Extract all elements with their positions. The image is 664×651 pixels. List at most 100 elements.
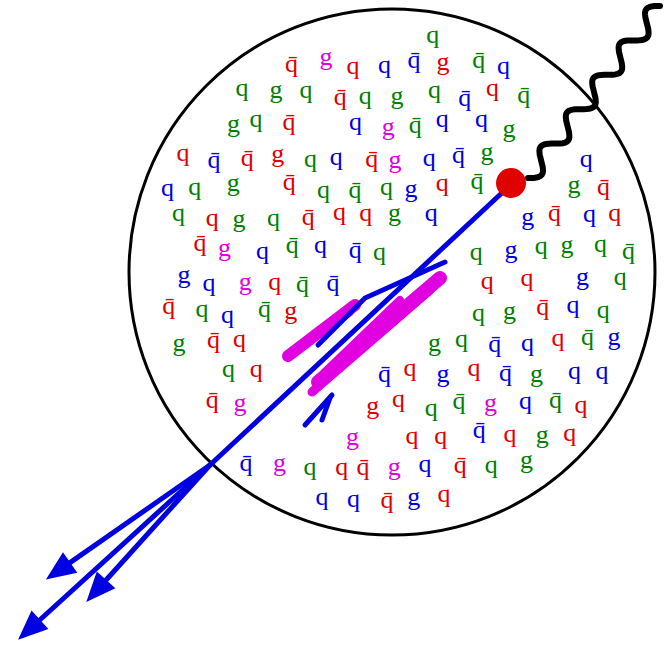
particle-label: q — [467, 355, 480, 381]
particle-label: q̄ — [378, 361, 391, 387]
particle-label: q — [256, 238, 269, 264]
particle-label: g — [346, 424, 359, 450]
jet-lines — [210, 190, 505, 465]
particle-label: q — [486, 75, 499, 101]
particle-label: q — [472, 300, 485, 326]
particle-label: g — [503, 298, 516, 324]
particle-label: q — [236, 75, 249, 101]
particle-label: g — [503, 116, 516, 142]
particle-label: q — [335, 454, 348, 480]
particle-label: q̄ — [283, 169, 296, 195]
particle-label: g — [269, 77, 282, 103]
particle-label: q — [315, 484, 328, 510]
particle-label: q — [608, 200, 621, 226]
particle-label: g — [536, 422, 549, 448]
particle-label: q̄ — [285, 51, 298, 77]
particle-label: q — [434, 423, 447, 449]
particle-label: g — [576, 264, 589, 290]
particle-label: g — [505, 237, 518, 263]
particle-label: g — [481, 139, 494, 165]
particle-label: g — [389, 147, 402, 173]
particle-label: q — [521, 265, 534, 291]
particle-label: q — [221, 302, 234, 328]
particle-label: q — [349, 109, 362, 135]
particle-label: q̄ — [326, 270, 339, 296]
particle-label: q — [552, 325, 565, 351]
particle-label: q — [222, 356, 235, 382]
particle-label: g — [530, 361, 543, 387]
particle-label: q̄ — [452, 142, 465, 168]
particle-label: q̄ — [597, 174, 610, 200]
particle-label: q — [596, 358, 609, 384]
particle-label: q̄ — [549, 387, 562, 413]
particle-label: q — [347, 53, 360, 79]
particle-label: q — [519, 388, 532, 414]
particle-label: g — [382, 114, 395, 140]
particle-label: g — [273, 450, 286, 476]
particle-label: q — [359, 200, 372, 226]
medium-circle — [129, 9, 655, 535]
particle-label: q — [304, 454, 317, 480]
particle-label: g — [173, 330, 186, 356]
particle-label: q — [583, 201, 596, 227]
particle-label: q̄ — [206, 387, 219, 413]
particle-label: q — [521, 330, 534, 356]
particle-label: q — [347, 486, 360, 512]
particle-label: q — [359, 83, 372, 109]
particle-label: q̄ — [239, 450, 252, 476]
photon-line — [528, 6, 660, 178]
particle-label: q — [188, 174, 201, 200]
gluon-radiation — [288, 278, 440, 392]
particle-label: q̄ — [472, 47, 485, 73]
particle-label: q — [314, 232, 327, 258]
particle-label: q̄ — [499, 360, 512, 386]
particle-label: q̄ — [365, 146, 378, 172]
particle-label: g — [239, 269, 252, 295]
particle-label: g — [608, 324, 621, 350]
particle-label: g — [271, 141, 284, 167]
particle-label: q̄ — [473, 417, 486, 443]
particle-label: q̄ — [334, 84, 347, 110]
particle-label: q — [304, 146, 317, 172]
particle-label: q — [268, 269, 281, 295]
particle-label: q — [161, 175, 174, 201]
production-vertex — [496, 168, 526, 198]
particle-label: q — [425, 200, 438, 226]
particle-label: q — [177, 140, 190, 166]
particle-label: q — [475, 106, 488, 132]
particle-label: g — [233, 206, 246, 232]
particle-label: q — [470, 239, 483, 265]
particle-label: g — [391, 83, 404, 109]
particle-label: q̄ — [471, 168, 484, 194]
particle-label: q̄ — [548, 200, 561, 226]
arrowhead — [48, 554, 76, 578]
particle-label: q — [300, 77, 313, 103]
jet-arrow-shaft — [105, 465, 210, 581]
particle-label: q — [567, 292, 580, 318]
particle-label: q̄ — [454, 452, 467, 478]
particle-label: g — [388, 454, 401, 480]
arrowhead — [88, 573, 114, 600]
particle-label: q̄ — [453, 388, 466, 414]
particle-label: q̄ — [302, 204, 315, 230]
particle-label: g — [178, 262, 191, 288]
particle-label: q — [428, 77, 441, 103]
particle-label: q̄ — [357, 454, 370, 480]
particle-label: q — [580, 146, 593, 172]
particle-label: g — [227, 170, 240, 196]
particle-label: q̄ — [208, 147, 221, 173]
particle-label: g — [561, 232, 574, 258]
particle-label: q̄ — [349, 237, 362, 263]
particle-label: q̄ — [622, 238, 635, 264]
particle-label: q — [202, 270, 215, 296]
particle-label: q̄ — [581, 324, 594, 350]
particle-label: g — [366, 393, 379, 419]
particle-label: q — [563, 420, 576, 446]
particle-label: q — [455, 326, 468, 352]
particle-label: q — [437, 481, 450, 507]
particle-label: g — [227, 111, 240, 137]
particle-label: q̄ — [207, 327, 220, 353]
particle-label: g — [218, 235, 231, 261]
particle-label: q̄ — [286, 232, 299, 258]
particle-label: g — [437, 361, 450, 387]
